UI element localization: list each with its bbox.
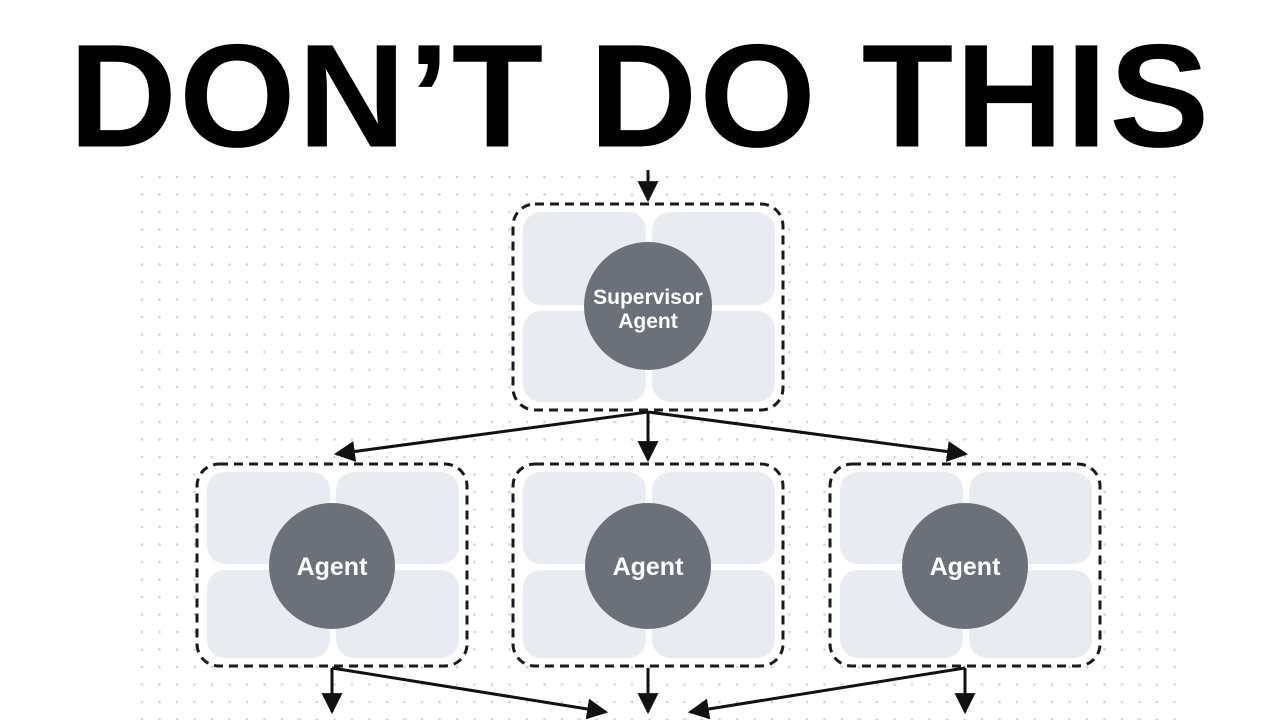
agent-right-label: Agent — [930, 553, 1002, 581]
agent-block-center: Agent — [511, 462, 785, 668]
arrow-supervisor-to-agent-left — [333, 410, 649, 462]
supervisor-block: Supervisor Agent — [511, 202, 785, 412]
supervisor-label-line1: Supervisor — [593, 286, 703, 309]
headline: DON’T DO THIS — [68, 13, 1212, 178]
supervisor-circle — [584, 242, 712, 370]
arrow-supervisor-to-agent-right — [647, 410, 969, 462]
supervisor-label-line2: Agent — [618, 310, 678, 333]
agent-left-label: Agent — [297, 553, 369, 581]
agent-right-circle — [902, 503, 1028, 629]
arrow-agent-right-to-output — [687, 666, 966, 720]
agent-block-left: Agent — [195, 462, 469, 668]
agent-center-circle — [585, 503, 711, 629]
agent-block-right: Agent — [828, 462, 1102, 668]
arrow-agent-left-to-output — [331, 666, 609, 720]
agent-left-circle — [269, 503, 395, 629]
agent-center-label: Agent — [613, 553, 685, 581]
